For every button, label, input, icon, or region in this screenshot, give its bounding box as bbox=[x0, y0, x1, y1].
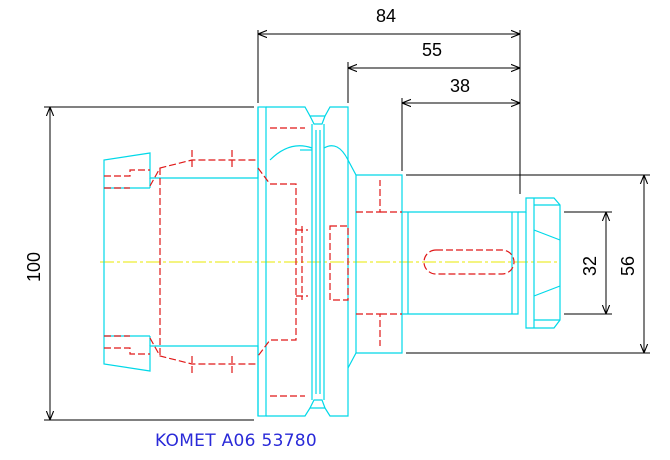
dim-overall-length-label: 84 bbox=[376, 6, 396, 26]
dim-length-3-label: 38 bbox=[450, 76, 470, 96]
part-number-caption: KOMET A06 53780 bbox=[155, 431, 318, 451]
dimension-lines bbox=[44, 30, 650, 421]
dim-diameter-shank-label: 56 bbox=[618, 256, 638, 276]
dim-diameter-bore-label: 32 bbox=[580, 256, 600, 276]
dim-length-2-label: 55 bbox=[422, 40, 442, 60]
dim-diameter-overall-label: 100 bbox=[24, 252, 44, 282]
part-outline bbox=[103, 106, 561, 417]
hidden-lines bbox=[104, 127, 515, 397]
